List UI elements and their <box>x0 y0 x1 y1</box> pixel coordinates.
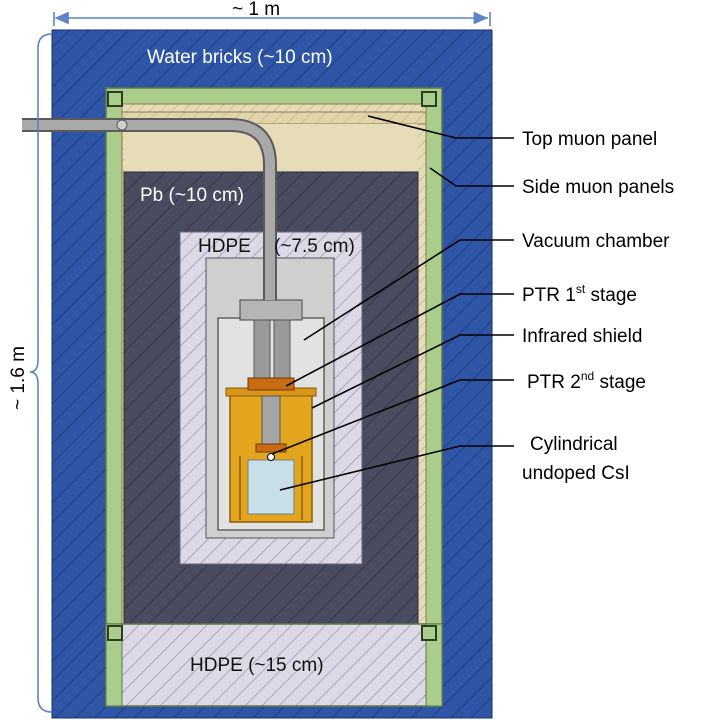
ptr-first-stage <box>247 377 295 391</box>
bottom-right-post <box>425 623 443 707</box>
bottom-left-post <box>105 623 123 707</box>
leader-lines <box>271 115 514 491</box>
corner-connectors <box>107 91 437 641</box>
hdpe-inner-thickness-label: (~7.5 cm) <box>274 236 355 257</box>
ptr-inner-column <box>261 395 281 445</box>
ptr-column-right <box>273 319 291 381</box>
hdpe-bottom-label: HDPE (~15 cm) <box>190 655 324 676</box>
crystal-sensor <box>267 453 275 461</box>
callout-ptr-second-stage: PTR 2nd stage <box>527 369 646 393</box>
pipe-joint <box>116 119 128 131</box>
height-dimension-brace <box>29 33 53 713</box>
callout-ptr-first-stage: PTR 1st stage <box>522 282 637 306</box>
callout-infrared-shield: Infrared shield <box>522 326 642 347</box>
water-bricks-label: Water bricks (~10 cm) <box>147 47 333 68</box>
lead-label: Pb (~10 cm) <box>140 185 244 206</box>
callout-side-muon-panels: Side muon panels <box>522 177 674 198</box>
hdpe-bottom-block <box>105 623 443 707</box>
callout-csi-line2: undoped CsI <box>522 463 630 484</box>
width-label: ~ 1 m <box>232 0 280 20</box>
csi-crystal <box>247 459 295 515</box>
support-rods <box>239 456 303 520</box>
callout-vacuum-chamber: Vacuum chamber <box>522 231 670 252</box>
callout-top-muon-panel: Top muon panel <box>522 129 657 150</box>
height-label: ~ 1.6 m <box>8 346 29 410</box>
ptr-column-left <box>253 319 271 381</box>
vacuum-chamber-lid <box>239 299 303 321</box>
hdpe-inner-label: HDPE <box>198 236 251 257</box>
callout-csi-line1: Cylindrical <box>530 434 618 455</box>
